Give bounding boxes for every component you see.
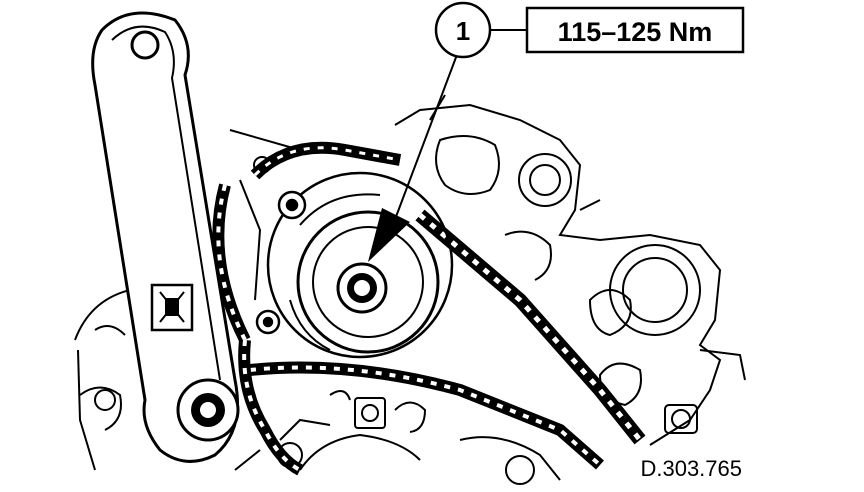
guide-bolts	[255, 190, 307, 335]
holding-wrench-tool	[91, 11, 240, 463]
sprocket-bolt	[336, 262, 388, 314]
torque-spec-label: 115–125 Nm	[558, 17, 713, 47]
callout-number: 1	[456, 16, 470, 46]
figure-reference-code: D.303.765	[640, 456, 742, 481]
camshaft-sprocket	[266, 171, 454, 359]
timing-chain	[212, 141, 646, 476]
callout-number-badge: 1	[434, 1, 492, 59]
torque-spec-box: 115–125 Nm	[525, 6, 745, 54]
left-casting	[74, 129, 301, 471]
callout-arrow	[368, 51, 459, 262]
